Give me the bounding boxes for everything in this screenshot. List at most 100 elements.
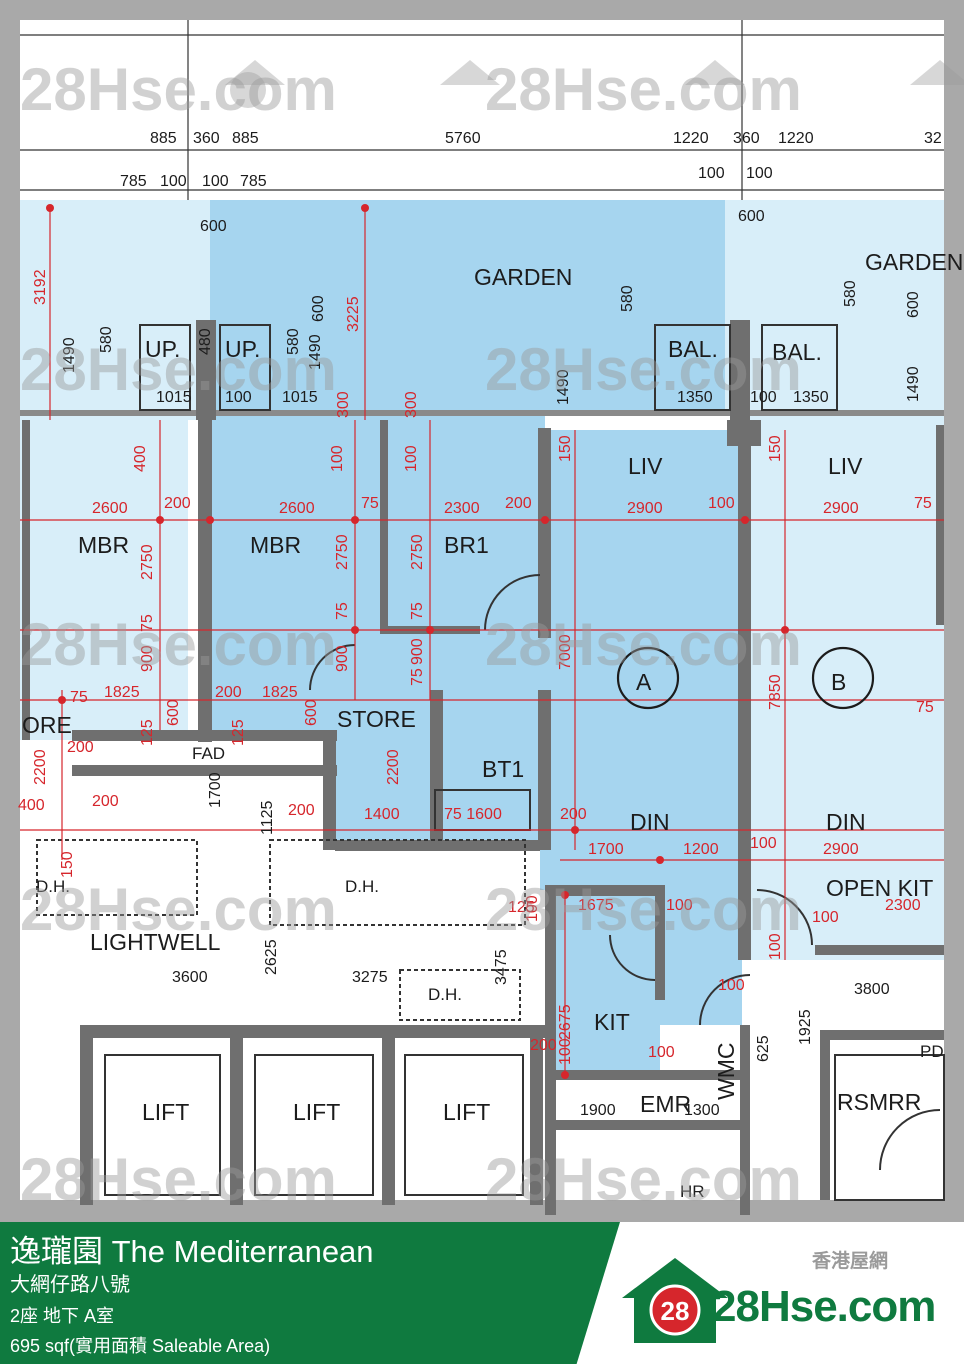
dimension-label: 100: [648, 1044, 675, 1061]
dimension-label: 1700: [588, 841, 624, 858]
watermark-text: 28Hse.com: [20, 611, 337, 678]
dimension-label: 200: [215, 684, 242, 701]
estate-title: 逸瓏園 The Mediterranean: [10, 1234, 374, 1269]
room-store: STORE: [337, 706, 416, 732]
dimension-label: 360: [733, 130, 760, 147]
dimension-label: 200: [505, 495, 532, 512]
room-dh-3: D.H.: [428, 985, 462, 1004]
dimension-label: 100: [750, 835, 777, 852]
dimension-label: 2300: [885, 897, 921, 914]
dimension-label: 100: [202, 173, 229, 190]
room-garden-left: GARDEN: [474, 264, 572, 290]
dimension-label: 100: [666, 897, 693, 914]
dimension-label: 2300: [444, 500, 480, 517]
dimension-label: 75: [70, 689, 88, 706]
watermark-text: 28Hse.com: [485, 876, 802, 943]
dimension-label: 2200: [32, 749, 49, 785]
dimension-label: 100: [698, 165, 725, 182]
watermark-text: 28Hse.com: [485, 611, 802, 678]
estate-address: 大網仔路八號: [10, 1274, 130, 1296]
dimension-label: 200: [67, 739, 94, 756]
dimension-label: 300: [335, 391, 352, 418]
room-up-1: UP.: [145, 336, 180, 362]
dimension-label: 1700: [207, 772, 224, 808]
dimension-label: 150: [767, 435, 784, 462]
dimension-label: 400: [18, 797, 45, 814]
brand-badge-number: 28: [661, 1296, 690, 1326]
dimension-label: 580: [285, 328, 302, 355]
dimension-label: 2750: [409, 534, 426, 570]
watermark-group: 28Hse.com 28Hse.com 28Hse.com 28Hse.com …: [20, 56, 964, 1213]
unit-b-marker: [811, 646, 875, 710]
dimension-label: 75: [409, 668, 426, 686]
watermark-text: 28Hse.com: [485, 336, 802, 403]
brand-house-logo-icon: 28: [622, 1258, 728, 1343]
dimension-label: 2625: [263, 939, 280, 975]
dimension-label: 1350: [793, 389, 829, 406]
dimension-label: 100: [746, 165, 773, 182]
dimension-label: 785: [240, 173, 267, 190]
dimension-label: 580: [619, 285, 636, 312]
dimension-label: 300: [403, 391, 420, 418]
dimension-label: 2600: [279, 500, 315, 517]
dimension-label: 580: [98, 326, 115, 353]
dimension-label: 100: [524, 895, 541, 922]
room-emr: EMR: [640, 1091, 691, 1117]
dimension-label: 900: [139, 645, 156, 672]
dimension-label: 1900: [580, 1102, 616, 1119]
dimension-label: 125: [139, 719, 156, 746]
dimension-label: 1925: [797, 1009, 814, 1045]
dimension-label: 200: [560, 806, 587, 823]
dimension-label: 600: [310, 295, 327, 322]
dimension-label: 125: [230, 719, 247, 746]
room-garden-right: GARDEN: [865, 249, 963, 275]
dimension-label: 3275: [352, 969, 388, 986]
room-din-b: DIN: [826, 809, 866, 835]
unit-a-marker: [616, 646, 680, 710]
saleable-area: 695 sqf(實用面積 Saleable Area): [10, 1336, 271, 1356]
dimension-label: 480: [197, 328, 214, 355]
room-hr: HR: [680, 1182, 705, 1201]
dimension-label: 360: [193, 130, 220, 147]
dimension-label: 100: [718, 977, 745, 994]
dimension-label: 2900: [823, 500, 859, 517]
dimension-label: 75: [139, 614, 156, 632]
unit-identifier: 2座 地下 A室: [10, 1306, 115, 1326]
dimension-label: 150: [59, 851, 76, 878]
dimension-label: 100: [750, 389, 777, 406]
dimension-label: 200: [164, 495, 191, 512]
floor-plan: GARDEN GARDEN UP. UP. BAL. BAL. MBR MBR …: [18, 20, 964, 1215]
room-kit: KIT: [594, 1009, 630, 1035]
dimension-label: 2750: [334, 534, 351, 570]
dimension-label: 100: [225, 389, 252, 406]
room-bal-1: BAL.: [668, 336, 718, 362]
dimension-label: 785: [120, 173, 147, 190]
dimension-label: 7850: [767, 674, 784, 710]
room-lift-1: LIFT: [142, 1099, 189, 1125]
watermark-text: 28Hse.com: [485, 56, 802, 123]
dimension-label: 885: [150, 130, 177, 147]
dimension-label: 75: [409, 602, 426, 620]
dimension-label: 100: [767, 933, 784, 960]
room-mbr-far: MBR: [78, 532, 129, 558]
brand-logo-text: 28Hse.com: [712, 1282, 936, 1331]
dimension-label: 1490: [61, 337, 78, 373]
watermark-text: 28Hse.com: [20, 56, 337, 123]
dimension-label: 625: [755, 1035, 772, 1062]
room-lift-3: LIFT: [443, 1099, 490, 1125]
dimension-label: 2600: [92, 500, 128, 517]
watermark-text: 28Hse.com: [485, 1146, 802, 1213]
dimension-label: 1300: [684, 1102, 720, 1119]
dimension-label: 2675: [557, 1004, 574, 1040]
dimension-label: 2900: [823, 841, 859, 858]
dimension-label: 2750: [139, 544, 156, 580]
dimension-label: 580: [842, 280, 859, 307]
dimension-label: 100: [403, 445, 420, 472]
dimension-label: 1490: [905, 366, 922, 402]
dimension-label: 75 1600: [444, 806, 502, 823]
room-dh-2: D.H.: [345, 877, 379, 896]
dimension-label: 400: [132, 445, 149, 472]
room-mbr: MBR: [250, 532, 301, 558]
room-bt1: BT1: [482, 756, 524, 782]
dimension-label: 600: [303, 699, 320, 726]
